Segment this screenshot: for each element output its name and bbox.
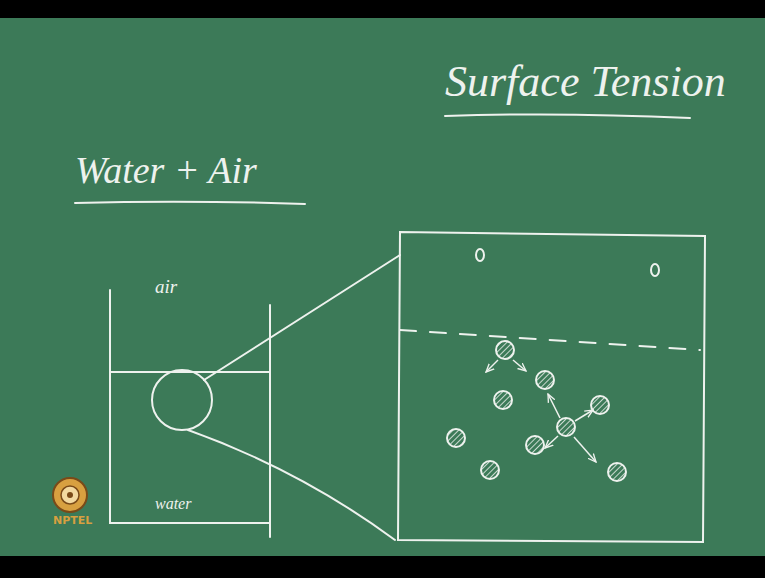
- force-arrow: [513, 360, 526, 371]
- nptel-logo: [53, 478, 87, 512]
- water-molecule: [591, 396, 609, 414]
- logo-text: NPTEL: [53, 515, 92, 527]
- water-molecule: [557, 418, 575, 436]
- water-molecule: [481, 461, 499, 479]
- title: Surface Tension: [445, 58, 726, 106]
- subtitle: Water + Air: [75, 150, 257, 192]
- water-molecule: [447, 429, 465, 447]
- force-arrow: [545, 436, 558, 448]
- water-molecule: [526, 436, 544, 454]
- zoom-circle: [152, 370, 212, 430]
- water-molecule: [496, 341, 514, 359]
- zoom-line: [204, 255, 400, 380]
- region-label: water: [155, 495, 280, 513]
- water-molecule: [536, 371, 554, 389]
- interface-line: [400, 330, 700, 350]
- force-arrow: [574, 437, 596, 462]
- underline: [445, 114, 690, 118]
- air-molecule: [651, 264, 659, 276]
- force-arrow: [486, 360, 498, 372]
- magnified-box: [398, 232, 705, 542]
- water-container: air water: [105, 265, 280, 545]
- force-arrow: [548, 394, 560, 418]
- underline: [75, 202, 305, 204]
- air-molecule: [476, 249, 484, 261]
- water-molecule: [608, 463, 626, 481]
- region-label: air: [155, 277, 280, 298]
- container-outline: [105, 265, 280, 545]
- force-arrow: [575, 410, 593, 421]
- water-molecule: [494, 391, 512, 409]
